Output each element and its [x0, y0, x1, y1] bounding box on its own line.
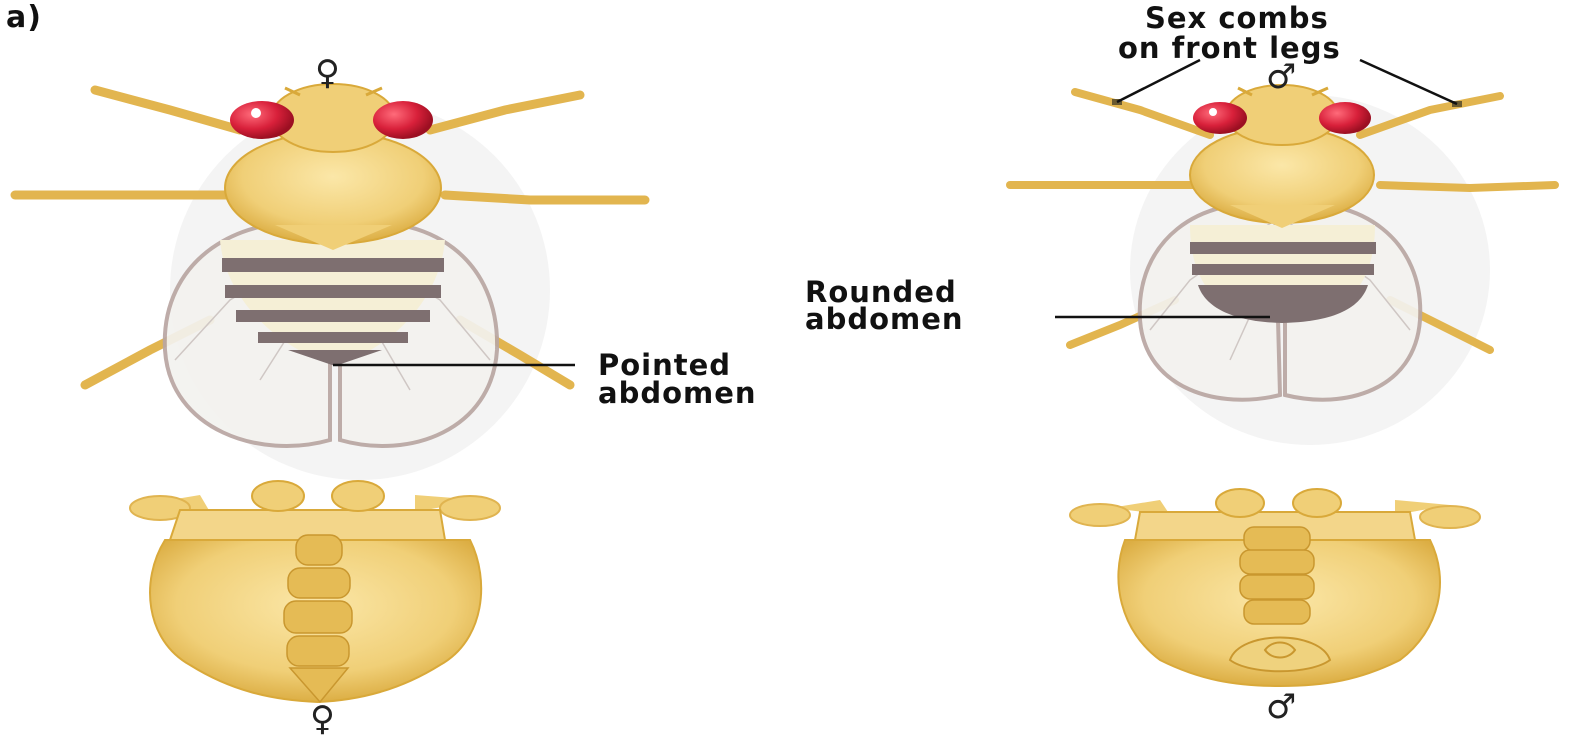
sex-combs-label-line1: Sex combs: [1145, 2, 1329, 34]
male-right-eye: [1319, 102, 1371, 134]
male-left-eye: [1193, 102, 1247, 134]
male-symbol-top: ♂: [1266, 60, 1296, 94]
sex-combs-label-line2: on front legs: [1118, 32, 1341, 64]
female-symbol-bottom: ♀: [310, 702, 335, 736]
male-fly: [1010, 85, 1555, 445]
female-fly: [15, 84, 645, 480]
male-symbol-bottom: ♂: [1266, 690, 1296, 724]
female-left-eye: [230, 101, 294, 139]
male-ventral-view: [1070, 489, 1480, 686]
pointed-abdomen-label-line2: abdomen: [598, 377, 757, 409]
female-right-eye: [373, 101, 433, 139]
female-ventral-view: [130, 481, 500, 702]
female-symbol-top: ♀: [315, 56, 340, 90]
rounded-abdomen-label-line2: abdomen: [805, 303, 964, 335]
